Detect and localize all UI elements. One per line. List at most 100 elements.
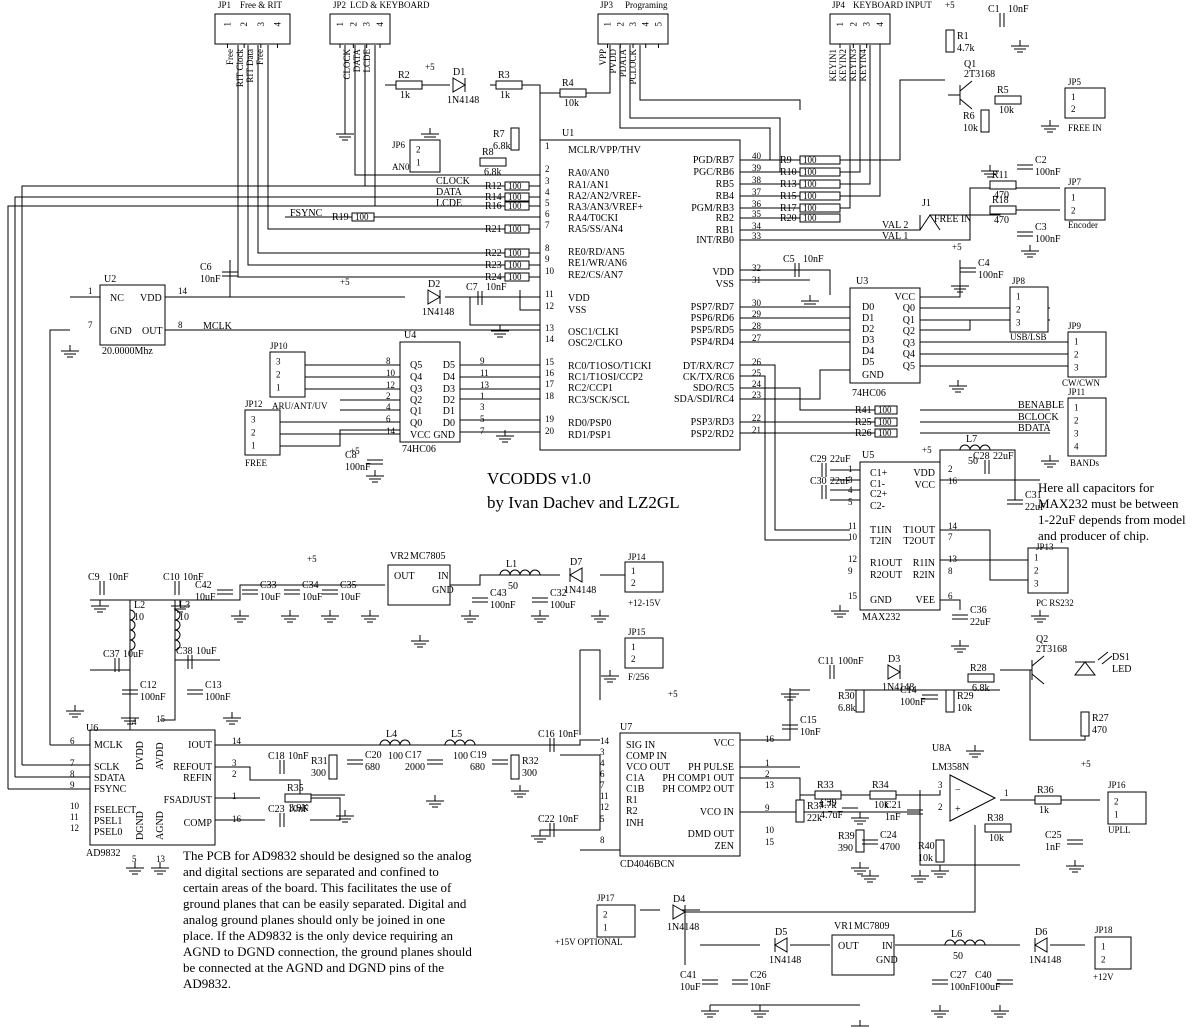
- resistor-value: 100: [878, 405, 892, 415]
- u3-pin-label: D1: [862, 313, 874, 324]
- u5-pin-number: 3: [848, 475, 853, 485]
- net-label-plus5: +5: [1081, 759, 1091, 769]
- capacitor-ref: C9: [88, 572, 100, 583]
- header-pin-number: 1: [631, 642, 636, 652]
- header-net-label: KEYIN4: [858, 49, 868, 82]
- u7-pin-number: 10: [765, 825, 775, 835]
- capacitor-ref: C21: [885, 800, 902, 811]
- header-net-label: KEYIN1: [828, 49, 838, 82]
- u5-pin-number: 15: [848, 591, 858, 601]
- u7-pin-label: VCC: [713, 738, 734, 749]
- ground-icon: [491, 325, 509, 338]
- capacitor-value: 10uF: [302, 592, 323, 603]
- resistor-ref: R1: [957, 31, 969, 42]
- regulator-pin-label: IN: [438, 571, 449, 582]
- cap-note-line: 1-22uF depends from model: [1038, 512, 1186, 527]
- header-pin-number: 4: [273, 22, 283, 27]
- jumper-ref: J1: [922, 198, 931, 209]
- capacitor-value: 100nF: [490, 600, 516, 611]
- inductor-ref: L2: [134, 600, 145, 611]
- chip-ref: VR1: [834, 921, 853, 932]
- header-net-label: VPP: [598, 49, 608, 66]
- resistor-ref: R27: [1092, 713, 1109, 724]
- ground-icon: [531, 830, 549, 843]
- resistor-ref: R13: [780, 179, 797, 190]
- u1-pin-label: SDA/SDI/RC4: [674, 394, 734, 405]
- u1-pin-number: 35: [752, 209, 762, 219]
- u1-pin-number: 6: [545, 209, 550, 219]
- header-pin-number: 2: [1114, 797, 1119, 807]
- u1-pin-label: RC0/T1OSO/T1CKI: [568, 361, 651, 372]
- ground-icon: [336, 810, 354, 823]
- u6-pin-label: COMP: [184, 818, 213, 829]
- ground-icon: [1021, 245, 1039, 258]
- u6-pin-number: 6: [70, 736, 75, 746]
- u7-pin-label: R1: [626, 795, 638, 806]
- capacitor-ref: C26: [750, 970, 767, 981]
- resistor-ref: R28: [970, 663, 987, 674]
- net-label-val1: VAL 1: [882, 231, 908, 242]
- header-net-label: PDATA: [618, 49, 628, 78]
- ground-icon: [126, 862, 144, 875]
- inductor-ref: L4: [386, 729, 397, 740]
- net-label-plus5: +5: [350, 446, 360, 456]
- header-pin-number: 1: [335, 22, 345, 27]
- u7-pin-label: R2: [626, 806, 638, 817]
- resistor-ref: R21: [485, 224, 502, 235]
- resistor-value: 100: [878, 428, 892, 438]
- capacitor-value: 10nF: [486, 282, 507, 293]
- diode-ref: D2: [428, 279, 440, 290]
- u1-pin-label: DT/RX/RC7: [683, 361, 734, 372]
- resistor-value: 6.8k: [972, 683, 990, 694]
- header-ref: JP12: [245, 399, 263, 409]
- header-pin-number: 2: [1071, 205, 1076, 215]
- header-pin-number: 1: [1074, 337, 1079, 347]
- capacitor-value: 22uF: [970, 617, 991, 628]
- u1-pin-label: OSC1/CLKI: [568, 327, 619, 338]
- u4-pin-label: D5: [443, 360, 455, 371]
- header-pin-number: 3: [1074, 362, 1079, 372]
- u1-pin-number: 8: [545, 243, 550, 253]
- capacitor-value: 100nF: [838, 656, 864, 667]
- u5-pin-number: 2: [948, 464, 953, 474]
- ground-icon: [1066, 860, 1084, 873]
- u1-pin-label: RA0/AN0: [568, 168, 609, 179]
- chip-part: 74HC06: [402, 444, 436, 455]
- capacitor-value: 100nF: [1035, 167, 1061, 178]
- resistor-value: 100: [508, 181, 522, 191]
- ground-icon: [966, 745, 984, 758]
- u7-pin-number: 3: [600, 747, 605, 757]
- u2-frequency: 20.0000Mhz: [102, 346, 153, 357]
- ground-icon: [411, 635, 429, 648]
- u1-pin-number: 20: [545, 426, 555, 436]
- ground-icon: [281, 610, 299, 623]
- wires: [7, 45, 1100, 1006]
- capacitor-ref: C36: [970, 605, 987, 616]
- ground-icon: [336, 128, 354, 141]
- capacitor-ref: C7: [466, 282, 478, 293]
- header-net-label: CLOCK: [342, 49, 352, 80]
- u4-pin-label: Q1: [410, 406, 422, 417]
- u3-pin-label: D0: [862, 302, 874, 313]
- net-label-bdata: BDATA: [1018, 423, 1051, 434]
- inductor-value: 50: [508, 581, 518, 592]
- chip-ref: U8A: [932, 743, 952, 754]
- u1-pin-label: PGC/RB6: [693, 167, 734, 178]
- capacitor-value: 10nF: [108, 572, 129, 583]
